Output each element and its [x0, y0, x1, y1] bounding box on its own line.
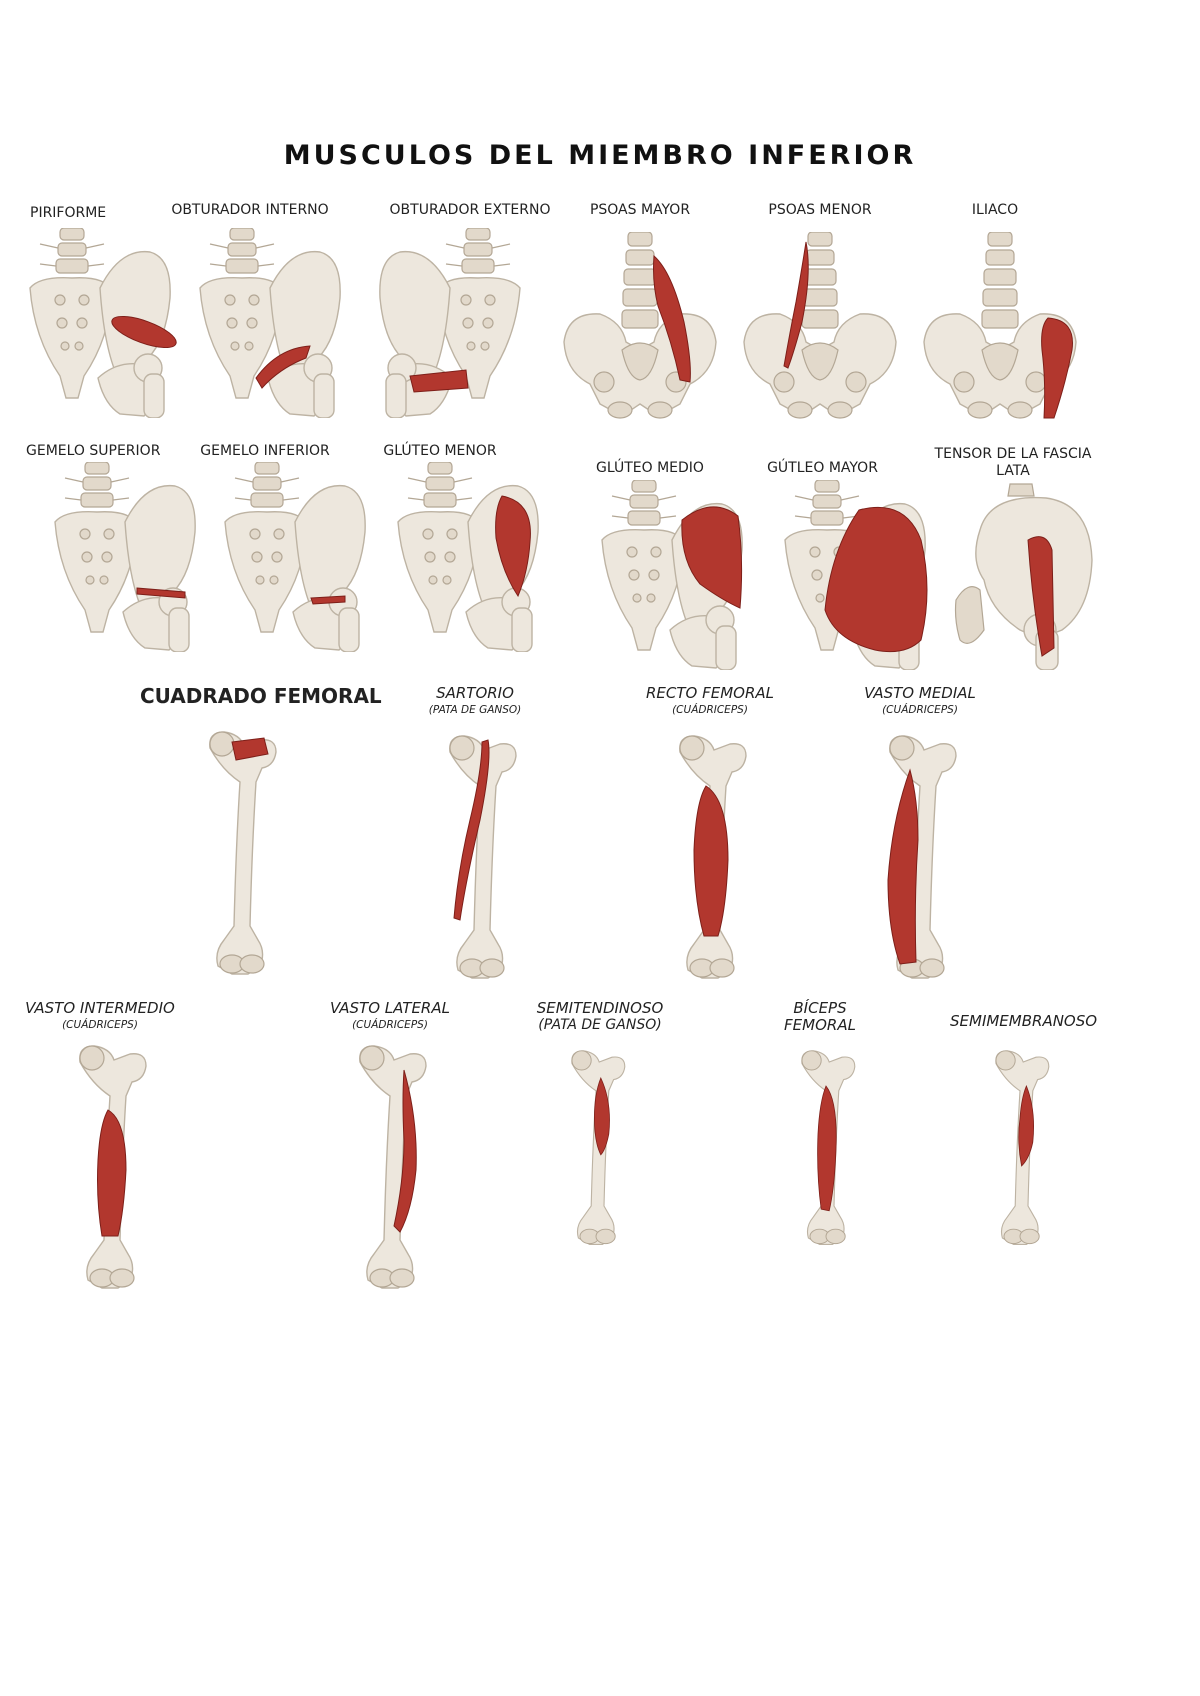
vasto-medial-name: VASTO MEDIAL: [864, 684, 976, 702]
label-gluteo-menor: GLÚTEO MENOR: [383, 443, 497, 459]
muscle-vasto-medial: [887, 768, 919, 965]
figure-sartorio: [449, 735, 517, 979]
muscle-gemelo-superior: [136, 587, 186, 599]
figure-vasto-medial: [887, 735, 957, 979]
figure-cuadrado-femoral: [209, 731, 277, 975]
figure-gemelo-inferior: [224, 462, 366, 652]
figure-semitendinoso: [571, 1050, 626, 1245]
figure-semimembranoso: [995, 1050, 1050, 1245]
label-iliaco: ILIACO: [971, 202, 1019, 218]
figure-iliaco: [923, 232, 1077, 419]
semitendinoso-name: SEMITENDINOSO: [536, 999, 664, 1017]
muscle-obturador-interno: [255, 345, 311, 389]
figure-psoas-mayor: [563, 232, 717, 419]
figure-psoas-menor: [743, 232, 897, 419]
muscle-sartorio: [453, 739, 490, 921]
label-semimembranoso: SEMIMEMBRANOSO: [950, 1012, 1098, 1030]
figure-tensor-fascia-lata: [954, 483, 1093, 670]
muscle-psoas-mayor: [653, 254, 691, 383]
muscle-iliaco: [1041, 317, 1073, 419]
page-title: MUSCULOS DEL MIEMBRO INFERIOR: [283, 140, 917, 171]
muscle-vasto-lateral: [393, 1069, 417, 1233]
muscle-recto-femoral: [693, 785, 729, 937]
label-gluteo-mayor: GÚTLEO MAYOR: [767, 460, 878, 476]
label-sartorio: SARTORIO (PATA DE GANSO): [410, 685, 540, 719]
figure-gemelo-superior: [54, 462, 196, 652]
figure-gluteo-medio: [601, 480, 743, 670]
label-semitendinoso: SEMITENDINOSO (PATA DE GANSO): [525, 1000, 675, 1034]
recto-femoral-name: RECTO FEMORAL: [645, 684, 774, 702]
muscle-obturador-externo: [409, 369, 469, 393]
sartorio-name: SARTORIO: [436, 684, 514, 702]
figure-vasto-lateral: [359, 1045, 427, 1289]
muscle-biceps-femoral: [817, 1085, 837, 1212]
muscle-piriforme: [111, 315, 177, 349]
label-cuadrado-femoral: CUADRADO FEMORAL: [140, 684, 382, 708]
figure-obturador-externo: [379, 228, 521, 418]
muscle-semimembranoso: [1018, 1084, 1034, 1167]
label-vasto-medial: VASTO MEDIAL (CUÁDRICEPS): [840, 685, 1000, 719]
vasto-intermedio-sub: (CUÁDRICEPS): [62, 1019, 138, 1031]
label-gemelo-inferior: GEMELO INFERIOR: [200, 443, 330, 459]
vasto-lateral-name: VASTO LATERAL: [330, 999, 450, 1017]
muscle-gluteo-medio: [681, 506, 743, 609]
label-obturador-interno: OBTURADOR INTERNO: [171, 202, 329, 218]
vasto-lateral-sub: (CUÁDRICEPS): [352, 1019, 428, 1031]
recto-femoral-sub: (CUÁDRICEPS): [672, 704, 748, 716]
figure-gluteo-mayor: [784, 480, 928, 670]
figure-obturador-interno: [199, 228, 341, 418]
figure-vasto-intermedio: [79, 1045, 147, 1289]
muscle-cuadrado-femoral: [231, 737, 269, 761]
label-psoas-mayor: PSOAS MAYOR: [589, 202, 691, 218]
label-tensor-fascia-lata: TENSOR DE LA FASCIA LATA: [934, 446, 1092, 479]
muscle-tensor-fascia-lata: [1027, 536, 1055, 657]
muscle-vasto-intermedio: [97, 1109, 127, 1237]
figure-gluteo-menor: [397, 462, 539, 652]
figure-piriforme: [29, 228, 177, 418]
label-vasto-lateral: VASTO LATERAL (CUÁDRICEPS): [320, 1000, 460, 1034]
vasto-medial-sub: (CUÁDRICEPS): [882, 704, 958, 716]
sartorio-sub: (PATA DE GANSO): [428, 704, 522, 716]
vasto-intermedio-name: VASTO INTERMEDIO: [25, 999, 175, 1017]
label-psoas-menor: PSOAS MENOR: [768, 202, 872, 218]
muscle-gluteo-menor: [495, 495, 531, 598]
muscle-psoas-menor: [783, 241, 809, 369]
label-biceps-femoral: BÍCEPS FEMORAL: [784, 999, 856, 1034]
label-piriforme: PIRIFORME: [30, 205, 107, 221]
semitendinoso-sub: (PATA DE GANSO): [538, 1017, 662, 1033]
label-vasto-intermedio: VASTO INTERMEDIO (CUÁDRICEPS): [20, 1000, 180, 1034]
muscle-gluteo-mayor: [824, 506, 928, 653]
muscle-gemelo-inferior: [310, 595, 346, 605]
label-gluteo-medio: GLÚTEO MEDIO: [596, 460, 704, 476]
label-recto-femoral: RECTO FEMORAL (CUÁDRICEPS): [630, 685, 790, 719]
figure-biceps-femoral: [801, 1050, 856, 1245]
muscle-semitendinoso: [593, 1076, 610, 1156]
figure-recto-femoral: [679, 735, 747, 979]
label-obturador-externo: OBTURADOR EXTERNO: [389, 202, 551, 218]
label-gemelo-superior: GEMELO SUPERIOR: [26, 443, 161, 459]
